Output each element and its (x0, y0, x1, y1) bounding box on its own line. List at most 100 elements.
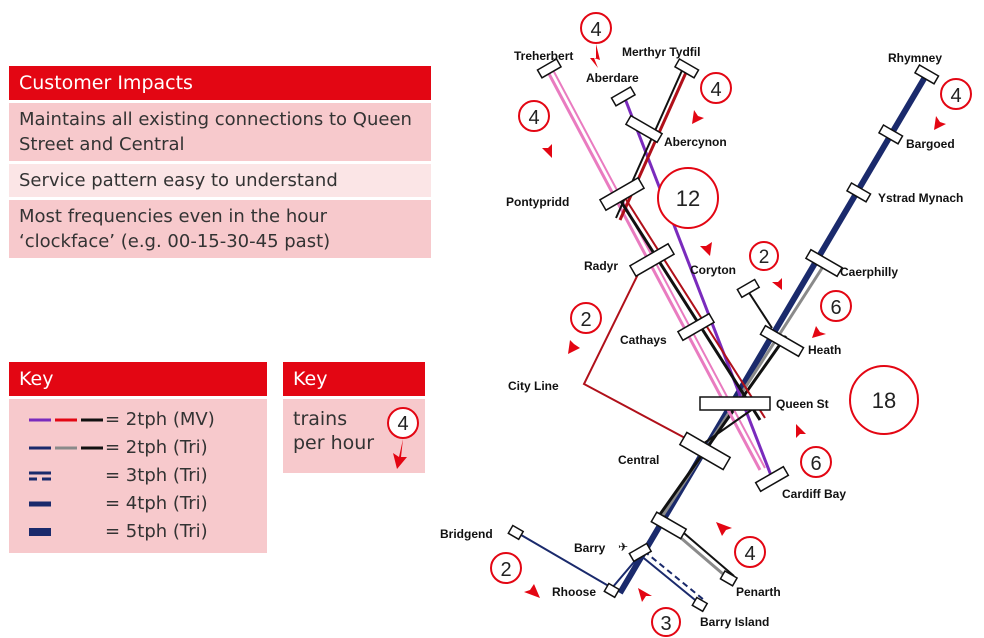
station-marker-penarth (719, 570, 739, 587)
station-marker-barry-docks (650, 511, 688, 540)
station-label: Treherbert (514, 49, 573, 63)
station-marker-queen-st (699, 396, 771, 411)
station-marker-cardiff-bay (754, 465, 790, 493)
freq-badge-pontypridd: 12 (657, 167, 719, 256)
badge-number: 12 (676, 186, 700, 211)
arrow-icon (700, 230, 712, 256)
freq-badge-treherbert: 4 (518, 100, 552, 158)
station-label: Central (618, 453, 659, 467)
station-label: Bargoed (906, 137, 955, 151)
aberdare-line-purple (622, 95, 774, 479)
frequency-example-badge: 4 (387, 407, 419, 469)
arrow-icon (934, 110, 948, 130)
key-label: = 5tph (Tri) (105, 521, 208, 542)
station-marker-abercynon (624, 114, 664, 144)
station-label: Cardiff Bay (782, 487, 846, 501)
coryton-black-line (654, 335, 788, 521)
arrow-icon (812, 322, 828, 338)
station-marker-heath (759, 324, 805, 358)
station-marker-cathays (676, 312, 716, 342)
station-marker-bargoed (877, 124, 904, 145)
line-style-key: Key = 2tph (MV) = 2tph (Tri) = (9, 362, 267, 553)
key-body: = 2tph (MV) = 2tph (Tri) = 3tph (Tri) = … (9, 399, 267, 553)
station-label: Caerphilly (840, 265, 898, 279)
key-label: = 2tph (Tri) (105, 437, 208, 458)
badge-number: 2 (500, 559, 511, 581)
impact-item: Service pattern easy to understand (9, 164, 431, 197)
coryton-spur (745, 287, 773, 329)
barry-island-line-dashed (643, 550, 705, 601)
arrow-icon (393, 439, 407, 469)
badge-number: 2 (580, 309, 591, 331)
station-label: Bridgend (440, 527, 493, 541)
badge-number: 3 (660, 613, 671, 635)
station-marker-merthyr (673, 58, 700, 79)
station-marker-aberdare (610, 86, 637, 107)
station-label: Penarth (736, 585, 781, 599)
arrow-icon (638, 588, 658, 608)
key-row-3tph-tri: = 3tph (Tri) (9, 463, 267, 491)
customer-impacts-heading: Customer Impacts (9, 66, 431, 100)
freq-badge-merthyr: 4 (580, 12, 612, 68)
freq-badge-city-line: 2 (568, 302, 602, 354)
station-label: Merthyr Tydfil (622, 45, 700, 59)
station-label: Radyr (584, 259, 618, 273)
station-marker-rhymney (913, 64, 940, 85)
tri-line-swatch (29, 446, 103, 450)
key-body: trains per hour 4 (283, 399, 425, 473)
trains-per-hour-label: trains per hour (283, 399, 425, 463)
station-label: Rhymney (888, 51, 942, 65)
key-row-5tph-tri: = 5tph (Tri) (9, 519, 267, 547)
airplane-icon: ✈ (618, 540, 628, 554)
arrow-icon (796, 424, 808, 446)
arrow-icon (540, 132, 552, 158)
freq-badge-cardiff-bay: 6 (796, 424, 832, 478)
station-marker-barry (628, 542, 653, 563)
key-text-line: per hour (293, 432, 375, 454)
central-queen-link (699, 403, 761, 447)
badge-number: 4 (950, 85, 961, 107)
5tph-line-swatch (29, 528, 51, 536)
4tph-line-swatch (29, 501, 51, 507)
station-label: Barry Island (700, 615, 769, 629)
arrow-icon (568, 334, 580, 354)
key-label: = 4tph (Tri) (105, 493, 208, 514)
station-label: City Line (508, 379, 559, 393)
badge-number: 4 (744, 543, 755, 565)
badge-number: 6 (830, 297, 841, 319)
station-marker-treherbert (536, 58, 563, 79)
station-marker-barry-island (691, 596, 709, 613)
freq-badge-rhoose: 2 (490, 552, 540, 598)
arrow-icon (770, 270, 782, 290)
frequency-badges: 4 4 4 12 4 2 6 (490, 12, 972, 637)
key-row-4tph-tri: = 4tph (Tri) (9, 491, 267, 519)
badge-number: 18 (872, 388, 896, 413)
freq-badge-heath: 6 (812, 290, 852, 338)
badge-number: 4 (397, 413, 408, 435)
key-heading: Key (283, 362, 425, 396)
badge-number: 4 (590, 19, 601, 41)
key-row-2tph-tri: = 2tph (Tri) (9, 435, 267, 463)
station-label: Abercynon (664, 135, 727, 149)
key-heading: Key (9, 362, 267, 396)
station-label: Cathays (620, 333, 667, 347)
station-label: Pontypridd (506, 195, 569, 209)
arrow-icon (716, 522, 740, 540)
station-marker-pontypridd (598, 176, 646, 212)
mv-line-swatch (29, 418, 103, 422)
station-marker-central (678, 431, 732, 471)
impact-item: Maintains all existing connections to Qu… (9, 103, 431, 161)
arrow-icon (590, 44, 600, 68)
station-marker-caerphilly (804, 248, 844, 278)
badge-number: 4 (528, 107, 539, 129)
station-marker-ystrad (845, 182, 872, 203)
arrow-icon (516, 580, 540, 598)
trunk-black (618, 199, 762, 421)
key-label: = 3tph (Tri) (105, 465, 208, 486)
badge-number: 4 (710, 79, 721, 101)
station-label: Queen St (776, 397, 829, 411)
freq-badge-abercynon: 4 (692, 72, 732, 124)
freq-badge-penarth: 4 (716, 522, 766, 568)
freq-badge-coryton: 2 (749, 241, 782, 290)
